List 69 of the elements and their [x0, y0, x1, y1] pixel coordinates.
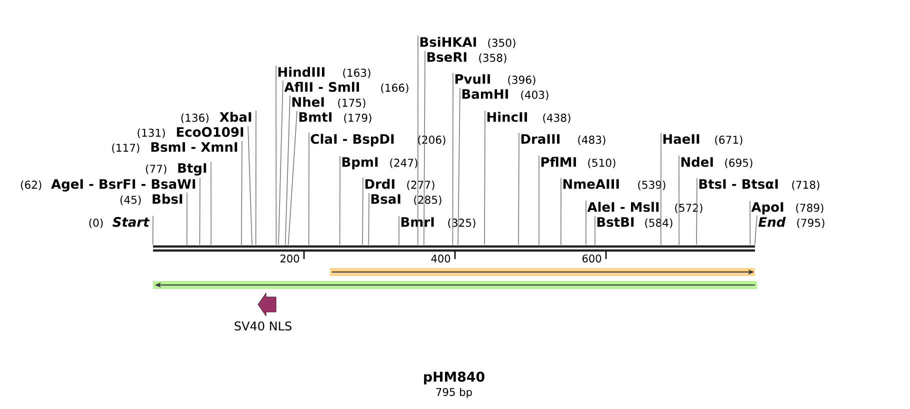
enzyme-label: BseRI (358): [427, 52, 506, 64]
enzyme-label: BpmI (247): [342, 157, 418, 170]
enzyme-label: (62) AgeI - BsrFI - BsaWI: [20, 179, 196, 192]
leader-line: [417, 35, 418, 246]
leader-line: [398, 216, 400, 246]
leader-line: [339, 156, 340, 246]
enzyme-label: BmtI (179): [299, 112, 372, 124]
enzyme-label: HincII (438): [487, 112, 570, 124]
enzyme-label: NdeI (695): [681, 156, 752, 168]
leader-line: [452, 72, 454, 246]
leader-line: [754, 215, 758, 246]
leader-line: [594, 216, 596, 246]
enzyme-label: (117) BsmI - XmnI: [112, 142, 238, 154]
leader-line: [241, 140, 242, 246]
leader-line: [199, 178, 200, 246]
enzyme-label: PflMI (510): [541, 156, 616, 168]
leader-line: [276, 65, 277, 246]
enzyme-label: BamHI (403): [462, 89, 548, 100]
feature-label: SV40 NLS: [234, 321, 292, 331]
leader-line: [660, 132, 662, 246]
enzyme-label: PvuII (396): [455, 74, 536, 86]
leader-line: [210, 162, 212, 246]
leader-line: [678, 155, 680, 246]
enzyme-label: HaeII (671): [663, 134, 742, 146]
leader-line: [368, 192, 370, 246]
enzyme-label: AflII - SmlI (166): [284, 82, 408, 94]
leader-line: [248, 125, 252, 246]
feature-bar: [330, 268, 755, 276]
enzyme-label: BstBI (584): [597, 217, 672, 228]
leader-line: [518, 132, 520, 246]
enzyme-label: BsiHKAI (350): [420, 36, 516, 48]
enzyme-label: BmrI (325): [401, 217, 476, 228]
tick-label: 600: [582, 254, 602, 262]
enzyme-label: (136) XbaI: [181, 112, 252, 124]
enzyme-label: (131) EcoO109I: [138, 127, 244, 138]
enzyme-label: NmeAIII (539): [563, 179, 666, 190]
leader-line: [152, 215, 154, 246]
leader-line: [362, 177, 364, 246]
enzyme-label: ApoI (789): [751, 202, 824, 214]
leader-line: [484, 110, 486, 246]
leader-line: [750, 200, 751, 246]
enzyme-label: ClaI - BspDI (206): [310, 134, 446, 146]
leader-line: [696, 178, 698, 246]
leader-line: [560, 178, 562, 246]
leader-line: [308, 132, 310, 246]
enzyme-label: AleI - MslI (572): [587, 202, 702, 214]
enzyme-label: HindIII (163): [278, 66, 370, 78]
leader-line: [278, 80, 284, 246]
enzyme-label: (45) BbsI: [120, 194, 182, 206]
leader-line: [458, 88, 460, 246]
leader-line: [424, 50, 426, 246]
leader-line: [186, 192, 188, 246]
leader-line: [255, 110, 256, 246]
caption: 795 bp: [436, 388, 472, 398]
leader-line: [288, 110, 298, 246]
enzyme-label: DrdI (277): [365, 178, 434, 190]
enzyme-label: (77) BtgI: [146, 163, 206, 176]
enzyme-label: End (795): [758, 216, 824, 228]
leader-line: [538, 155, 540, 246]
enzyme-label: BsaI (285): [371, 194, 442, 206]
enzyme-label: NheI (175): [292, 96, 366, 108]
title: pHM840: [424, 372, 484, 384]
feature-bar: [153, 281, 757, 289]
enzyme-label: BtsI - BtsαI (718): [699, 179, 820, 190]
leader-line: [284, 95, 290, 246]
tick-label: 400: [431, 254, 450, 262]
enzyme-label: DraIII (483): [521, 134, 606, 146]
enzyme-label: (0) Start: [89, 217, 150, 228]
tick-label: 200: [280, 254, 300, 262]
